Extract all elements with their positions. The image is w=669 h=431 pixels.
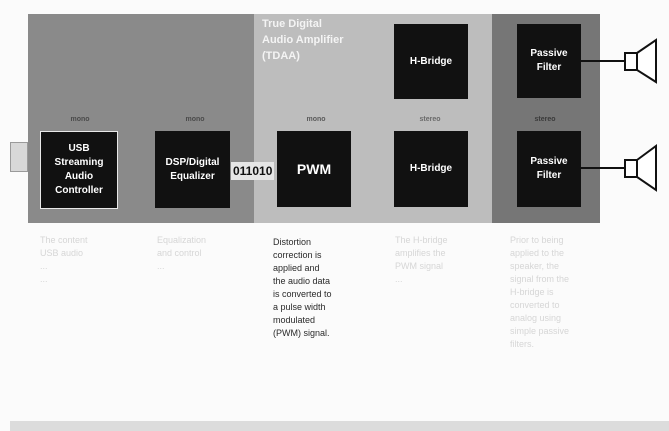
usb-streaming-audio-controller: USB Streaming Audio Controller xyxy=(40,131,118,209)
dsp-description: Equalization and control ... xyxy=(157,235,207,271)
channel-label-hbridge: stereo xyxy=(419,116,441,123)
channel-label-dsp: mono xyxy=(185,116,205,123)
pwm-description: Distortion correction is applied and the… xyxy=(273,237,332,338)
h-bridge-top: H-Bridge xyxy=(394,24,468,99)
filter-description: Prior to being applied to the speaker, t… xyxy=(510,235,570,349)
bottom-divider xyxy=(10,421,669,431)
passive-filter-top: Passive Filter xyxy=(517,24,581,98)
channel-label-usb: mono xyxy=(70,116,90,123)
hbridge-description: The H-bridge amplifies the PWM signal ..… xyxy=(395,235,448,284)
usb-jack-icon xyxy=(10,142,28,172)
speaker-bottom-icon xyxy=(624,144,657,192)
passive-filter-bottom: Passive Filter xyxy=(517,131,581,207)
dsp-digital-equalizer: DSP/Digital Equalizer xyxy=(155,131,230,208)
h-bridge-bottom: H-Bridge xyxy=(394,131,468,207)
usb-description: The content USB audio ... ... xyxy=(40,235,88,284)
tdaa-title: True Digital Audio Amplifier (TDAA) xyxy=(262,18,344,62)
channel-label-filter: stereo xyxy=(534,116,556,123)
channel-label-pwm: mono xyxy=(306,116,326,123)
data-bits: 011010 xyxy=(231,162,275,180)
speaker-top-icon xyxy=(624,38,657,84)
pwm-block: PWM xyxy=(277,131,351,207)
